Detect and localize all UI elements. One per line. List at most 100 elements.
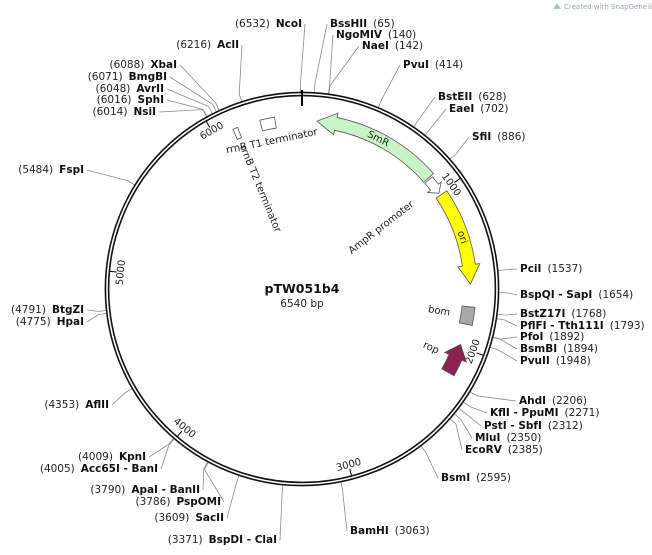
restriction-site-label[interactable]: BstZ17I(1768)	[520, 308, 606, 320]
site-leader-lines	[86, 23, 518, 541]
plasmid-backbone	[104, 90, 500, 487]
site-leader-line	[166, 99, 208, 117]
credit-text: Created with SnapGene®	[564, 3, 652, 11]
restriction-site-label[interactable]: BsmI(2595)	[441, 472, 511, 484]
site-name: AflII	[85, 399, 109, 411]
site-position: (628)	[478, 91, 506, 103]
restriction-site-label[interactable]: NaeI(142)	[362, 40, 423, 52]
site-name: BstEII	[438, 91, 472, 103]
restriction-site-label[interactable]: (3371)BspDI - ClaI	[168, 534, 277, 546]
site-position: (4353)	[44, 399, 79, 411]
site-leader-line	[86, 309, 107, 312]
site-name: SfiI	[472, 131, 491, 143]
site-position: (6016)	[97, 94, 132, 106]
restriction-site-label[interactable]: PvuII(1948)	[520, 355, 591, 367]
restriction-site-label[interactable]: PvuI(414)	[403, 59, 463, 71]
tick-mark	[109, 270, 117, 273]
site-name: BtgZI	[52, 304, 84, 316]
restriction-site-label[interactable]: BssHII(65)	[330, 18, 395, 30]
site-name: PstI - SbfI	[484, 420, 542, 432]
site-position: (2350)	[506, 432, 541, 444]
site-name: NcoI	[276, 18, 302, 30]
site-position: (1654)	[598, 289, 633, 301]
restriction-site-label[interactable]: (4775)HpaI	[16, 316, 84, 328]
site-name: BmgBI	[129, 71, 167, 83]
restriction-site-label[interactable]: (4791) BtgZI	[11, 304, 84, 316]
restriction-site-label[interactable]: BsmBI(1894)	[520, 343, 598, 355]
restriction-site-label[interactable]: (4009) KpnI	[78, 451, 146, 463]
site-leader-line	[279, 485, 284, 541]
site-position: (1537)	[547, 263, 582, 275]
site-position: (3790)	[90, 484, 125, 496]
site-position: (4791)	[11, 304, 46, 316]
site-name: KpnI	[119, 451, 146, 463]
site-position: (2385)	[508, 444, 543, 456]
site-name: NgoMIV	[336, 29, 383, 41]
restriction-site-label[interactable]: PfoI(1892)	[520, 331, 584, 343]
snapgene-credit: Created with SnapGene®	[553, 3, 652, 11]
restriction-site-label[interactable]: (6532)NcoI	[235, 18, 302, 30]
restriction-site-label[interactable]: (5484)FspI	[18, 164, 84, 176]
site-name: KflI - PpuMI	[490, 407, 559, 419]
restriction-site-label[interactable]: EaeI (702)	[449, 103, 509, 115]
tick-label: 4000	[171, 416, 198, 441]
restriction-site-label[interactable]: (6016)SphI	[97, 94, 164, 106]
feature-ori	[435, 190, 481, 285]
restriction-site-label[interactable]: (6216) AclI	[176, 39, 239, 51]
restriction-site-label[interactable]: KflI - PpuMI (2271)	[490, 407, 599, 419]
restriction-site-label[interactable]: BamHI(3063)	[350, 525, 430, 537]
restriction-site-label[interactable]: (6071)BmgBI	[88, 71, 167, 83]
restriction-site-label[interactable]: (6048)AvrII	[95, 83, 164, 95]
site-position: (1894)	[563, 343, 598, 355]
restriction-site-label[interactable]: SfiI(886)	[472, 131, 526, 143]
site-position: (6216)	[176, 39, 211, 51]
site-position: (4009)	[78, 451, 113, 463]
site-position: (702)	[480, 103, 508, 115]
restriction-site-label[interactable]: (3609) SacII	[154, 512, 224, 524]
site-name: HpaI	[57, 316, 84, 328]
site-leader-line	[166, 88, 213, 114]
restriction-site-label[interactable]: (3786)PspOMI	[136, 496, 221, 508]
restriction-site-label[interactable]: (4005)Acc65I - BanI	[40, 463, 158, 475]
restriction-site-label[interactable]: (3790)ApaI - BanII	[90, 484, 200, 496]
site-name: SacII	[195, 512, 224, 524]
restriction-site-label[interactable]: (6088)XbaI	[109, 59, 177, 71]
site-leader-line	[160, 438, 175, 470]
restriction-site-label[interactable]: BstEII (628)	[438, 91, 507, 103]
site-name: EcoRV	[465, 444, 503, 456]
site-name: PfoI	[520, 331, 543, 343]
site-labels: (6532)NcoI BssHII(65)NgoMIV (140)NaeI(142)…	[11, 18, 645, 546]
restriction-site-label[interactable]: NgoMIV (140)	[336, 29, 416, 41]
site-leader-line	[202, 461, 208, 491]
restriction-site-label[interactable]: (6014)NsiI	[93, 106, 156, 118]
feature-label-ampr-promoter: AmpR promoter	[347, 199, 417, 257]
restriction-site-label[interactable]: PciI(1537)	[520, 263, 582, 275]
restriction-site-label[interactable]: (4353) AflII	[44, 399, 109, 411]
restriction-site-label[interactable]: BspQI - SapI(1654)	[520, 289, 633, 301]
site-position: (2271)	[565, 407, 600, 419]
feature-bom	[458, 305, 476, 326]
site-position: (414)	[435, 59, 463, 71]
site-position: (3609)	[154, 512, 189, 524]
site-name: MluI	[475, 432, 500, 444]
site-leader-line	[469, 391, 517, 402]
plasmid-length: 6540 bp	[280, 298, 324, 310]
feature-rop	[441, 343, 468, 377]
restriction-site-label[interactable]: MluI (2350)	[475, 432, 541, 444]
site-position: (3786)	[136, 496, 171, 508]
restriction-site-label[interactable]: PstI - SbfI(2312)	[484, 420, 583, 432]
restriction-site-label[interactable]: PflFI - Tth111I(1793)	[520, 320, 645, 332]
site-position: (140)	[388, 29, 416, 41]
site-name: AclI	[217, 39, 239, 51]
restriction-site-label[interactable]: EcoRV (2385)	[465, 444, 543, 456]
site-name: AhdI	[519, 395, 546, 407]
site-leader-line	[496, 318, 518, 327]
site-leader-line	[111, 388, 133, 406]
restriction-site-label[interactable]: AhdI(2206)	[519, 395, 587, 407]
site-leader-line	[158, 109, 207, 117]
site-leader-line	[340, 482, 348, 532]
tick-label: 5000	[115, 259, 128, 285]
site-leader-line	[148, 438, 174, 458]
site-name: NsiI	[133, 106, 156, 118]
site-name: EaeI	[449, 103, 474, 115]
